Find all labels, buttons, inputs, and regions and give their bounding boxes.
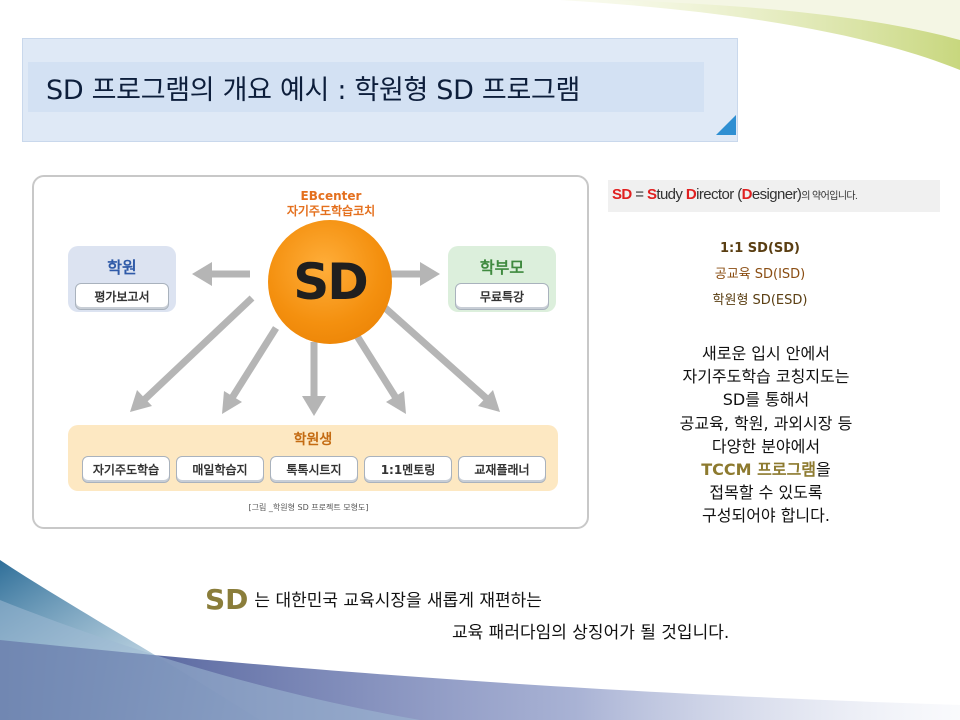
variant-3: 학원형 SD(ESD) (712, 293, 808, 308)
sd-definition: SD = Study Director (Designer)의 약어입니다. (612, 186, 858, 203)
description-block: 새로운 입시 안에서 자기주도학습 코칭지도는 SD를 통해서 공교육, 학원,… (616, 342, 916, 528)
arrowhead-student-2 (222, 391, 242, 414)
parents-box: 학부모 무료특강 (448, 246, 556, 312)
student-chip-3: 톡톡시트지 (270, 456, 358, 483)
student-chip-1: 자기주도학습 (82, 456, 170, 483)
desc-line-6-rest: 을 (816, 460, 831, 480)
arrowhead-student-4 (386, 391, 406, 414)
def-s: S (646, 186, 657, 203)
slide-title: SD 프로그램의 개요 예시 : 학원형 SD 프로그램 (46, 75, 581, 106)
def-paren-close: ) (796, 186, 802, 203)
bottom-wave-light (0, 600, 420, 720)
desc-line-5: 다양한 분야에서 (711, 436, 821, 456)
desc-line-6: TCCM 프로그램을 (616, 458, 916, 481)
def-irector: irector (696, 186, 734, 203)
arrow-to-student-2 (229, 326, 279, 400)
variant-1: 1:1 SD(SD) (719, 241, 800, 256)
arrowhead-student-3 (302, 396, 326, 416)
def-equals: = (635, 186, 644, 203)
student-chip-2: 매일학습지 (176, 456, 264, 483)
sd-circle: SD (268, 220, 392, 344)
def-sd: SD (612, 186, 632, 203)
center-label-line2: 자기주도학습코치 (286, 204, 376, 218)
center-label-line1: EBcenter (300, 189, 362, 203)
desc-line-7: 접목할 수 있도록 (709, 483, 823, 503)
parents-title: 학부모 (479, 258, 525, 277)
title-corner-triangle (716, 115, 736, 135)
def-esigner: esigner (751, 186, 798, 203)
diagram-caption: [그림 _학원형 SD 프로젝트 모형도] (248, 503, 369, 512)
bottom-line1-rest: 는 대한민국 교육시장을 새롭게 재편하는 (254, 591, 542, 611)
center-label: EBcenter 자기주도학습코치 (262, 189, 400, 219)
parents-chip: 무료특강 (455, 283, 549, 310)
arrowhead-student-1 (130, 390, 152, 412)
arrow-to-student-4 (349, 326, 399, 400)
def-paren-open: ( (737, 186, 742, 203)
desc-line-4: 공교육, 학원, 과외시장 등 (679, 413, 853, 433)
desc-line-2: 자기주도학습 코칭지도는 (682, 367, 850, 387)
arrow-to-student-1 (141, 295, 255, 403)
bottom-statement-line2: 교육 패러다임의 상징어가 될 것입니다. (452, 623, 730, 643)
desc-line-1: 새로운 입시 안에서 (702, 344, 830, 363)
sd-definition-band (608, 180, 940, 212)
student-chip-4: 1:1멘토링 (364, 456, 452, 483)
tccm-highlight: TCCM 프로그램 (701, 460, 817, 480)
arrow-to-student-5 (371, 295, 489, 401)
def-d2: D (741, 186, 753, 203)
desc-line-3: SD를 통해서 (722, 390, 810, 410)
arrowhead-student-5 (478, 390, 500, 412)
students-title: 학원생 (293, 432, 333, 448)
academy-box: 학원 평가보고서 (68, 246, 176, 312)
def-suffix: 의 약어입니다. (801, 191, 858, 202)
bottom-big-sd: SD (205, 583, 249, 616)
sd-variants-list: 1:1 SD(SD) 공교육 SD(ISD) 학원형 SD(ESD) (640, 236, 880, 314)
title-inner-band (28, 62, 704, 112)
def-tudy: tudy (656, 186, 683, 203)
variant-2: 공교육 SD(ISD) (714, 267, 806, 282)
def-d: D (685, 186, 697, 203)
arrowhead-parents (420, 262, 440, 286)
desc-line-8: 구성되어야 합니다. (702, 506, 830, 526)
top-right-wave-light (610, 0, 960, 40)
academy-title: 학원 (107, 258, 137, 277)
student-chip-5: 교재플래너 (458, 456, 546, 483)
academy-chip: 평가보고서 (75, 283, 169, 310)
arrowhead-academy (192, 262, 212, 286)
